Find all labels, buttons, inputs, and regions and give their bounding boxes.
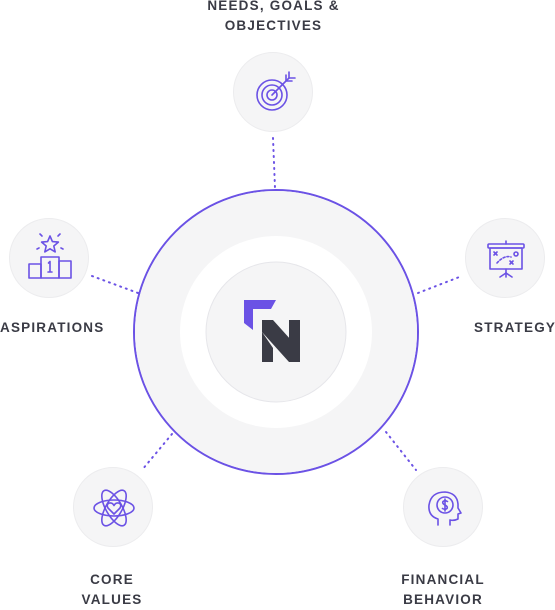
head-dollar-icon [428, 491, 462, 526]
connector-aspirations [91, 275, 139, 294]
financial-label-line1: FINANCIAL [401, 572, 485, 587]
connector-values [141, 433, 173, 471]
strategy-label: STRATEGY [474, 320, 555, 335]
needs-label-line1: NEEDS, GOALS & [207, 0, 340, 13]
needs-label-line2: OBJECTIVES [224, 18, 323, 33]
aspirations-label: ASPIRATIONS [0, 320, 105, 335]
financial-label-line2: BEHAVIOR [403, 592, 483, 607]
podium-star-icon [28, 233, 72, 279]
n-monogram-logo [244, 300, 300, 362]
strategy-board-icon [487, 240, 525, 278]
connector-needs [272, 137, 276, 189]
target-icon [256, 71, 296, 111]
values-label-line2: VALUES [81, 592, 143, 607]
values-label-line1: CORE [90, 572, 134, 587]
atom-heart-icon [93, 489, 135, 527]
node-aspirations [9, 218, 89, 298]
connector-financial [385, 431, 417, 471]
node-strategy [465, 218, 545, 298]
node-financial [403, 467, 483, 547]
node-values [73, 467, 153, 547]
connector-strategy [417, 275, 463, 294]
node-needs [233, 52, 313, 132]
